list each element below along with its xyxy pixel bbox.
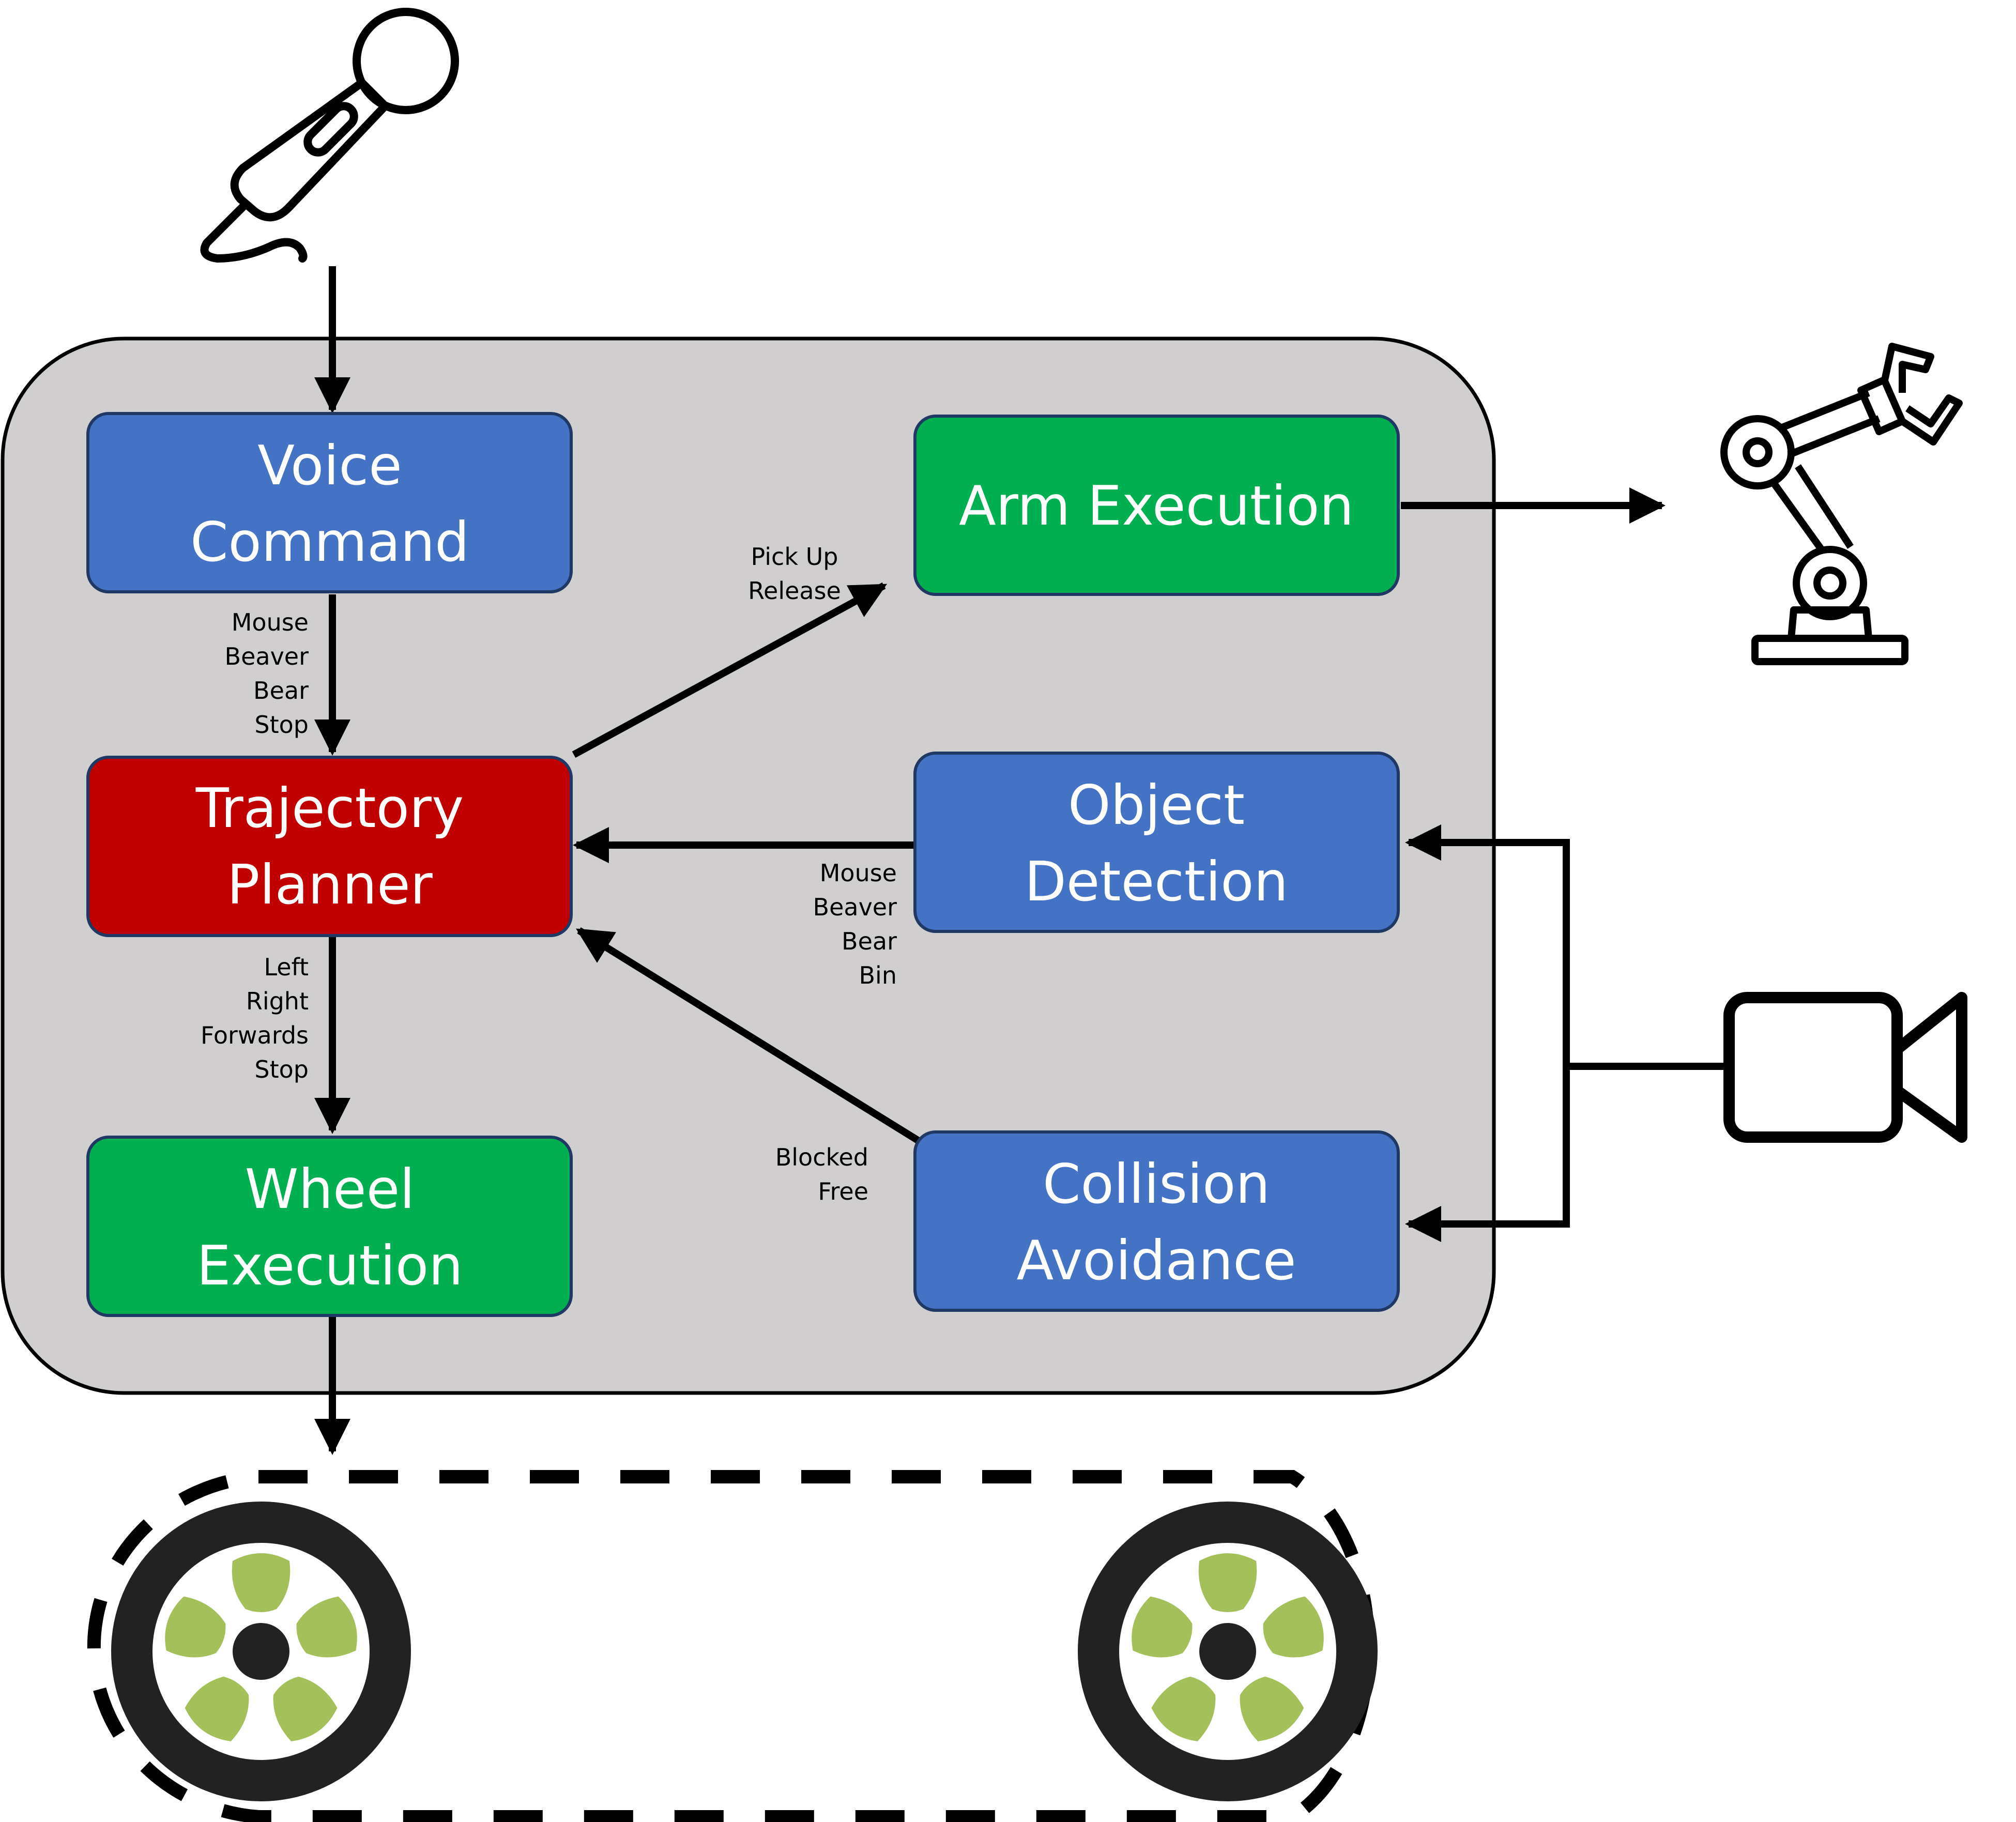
label-planner-to-arm: Pick Up Release (748, 543, 841, 605)
tank-track-icon (87, 1470, 1375, 1822)
collision-to-planner-arrow (576, 927, 925, 1146)
svg-text:Forwards: Forwards (201, 1021, 309, 1049)
svg-text:Pick Up: Pick Up (751, 543, 838, 571)
label-collision-to-planner: Blocked Free (775, 1143, 868, 1205)
svg-text:Right: Right (246, 987, 309, 1015)
label-planner-to-wheel: Left Right Forwards Stop (201, 953, 309, 1083)
arm-execution-label: Arm Execution (959, 474, 1354, 538)
box-object-detection: Object Detection (913, 752, 1400, 933)
wheel-icon (1078, 1502, 1378, 1801)
box-wheel-execution: Wheel Execution (86, 1136, 573, 1317)
wheel-icon (111, 1502, 411, 1801)
box-arm-execution: Arm Execution (913, 415, 1400, 596)
svg-text:Mouse: Mouse (232, 608, 309, 636)
wheel-execution-line2: Execution (196, 1234, 463, 1297)
svg-text:Beaver: Beaver (813, 893, 897, 921)
svg-text:Bear: Bear (842, 927, 897, 955)
svg-text:Bear: Bear (253, 677, 309, 705)
microphone-icon (200, 8, 459, 263)
svg-text:Beaver: Beaver (225, 642, 309, 670)
svg-text:Mouse: Mouse (820, 859, 897, 887)
object-detection-line2: Detection (1025, 850, 1288, 913)
collision-avoidance-line1: Collision (1043, 1153, 1270, 1216)
wheel-execution-line1: Wheel (245, 1158, 415, 1221)
svg-text:Blocked: Blocked (775, 1143, 868, 1171)
robot-arm-icon (1720, 343, 1963, 665)
box-voice-command: Voice Command (86, 412, 573, 593)
trajectory-planner-line2: Planner (227, 853, 433, 916)
trajectory-planner-line1: Trajectory (195, 777, 464, 840)
box-collision-avoidance: Collision Avoidance (913, 1130, 1400, 1312)
voice-command-line1: Voice (257, 434, 402, 497)
svg-text:Bin: Bin (859, 961, 897, 989)
camera-to-detection-arrow (1405, 824, 1570, 1066)
label-voice-to-planner: Mouse Beaver Bear Stop (225, 608, 309, 739)
camera-to-collision-arrow (1405, 1066, 1570, 1242)
svg-text:Stop: Stop (254, 1055, 309, 1083)
planner-to-arm-arrow (572, 582, 888, 758)
system-container (1, 336, 1496, 1395)
video-camera-icon (1723, 992, 1967, 1143)
voice-command-line2: Command (190, 511, 469, 574)
svg-text:Left: Left (264, 953, 309, 981)
svg-text:Free: Free (818, 1177, 868, 1205)
collision-avoidance-line2: Avoidance (1016, 1229, 1296, 1292)
svg-text:Release: Release (748, 577, 841, 605)
object-detection-line1: Object (1068, 774, 1245, 837)
svg-text:Stop: Stop (254, 711, 309, 739)
label-detection-to-planner: Mouse Beaver Bear Bin (813, 859, 897, 989)
box-trajectory-planner: Trajectory Planner (86, 756, 573, 937)
